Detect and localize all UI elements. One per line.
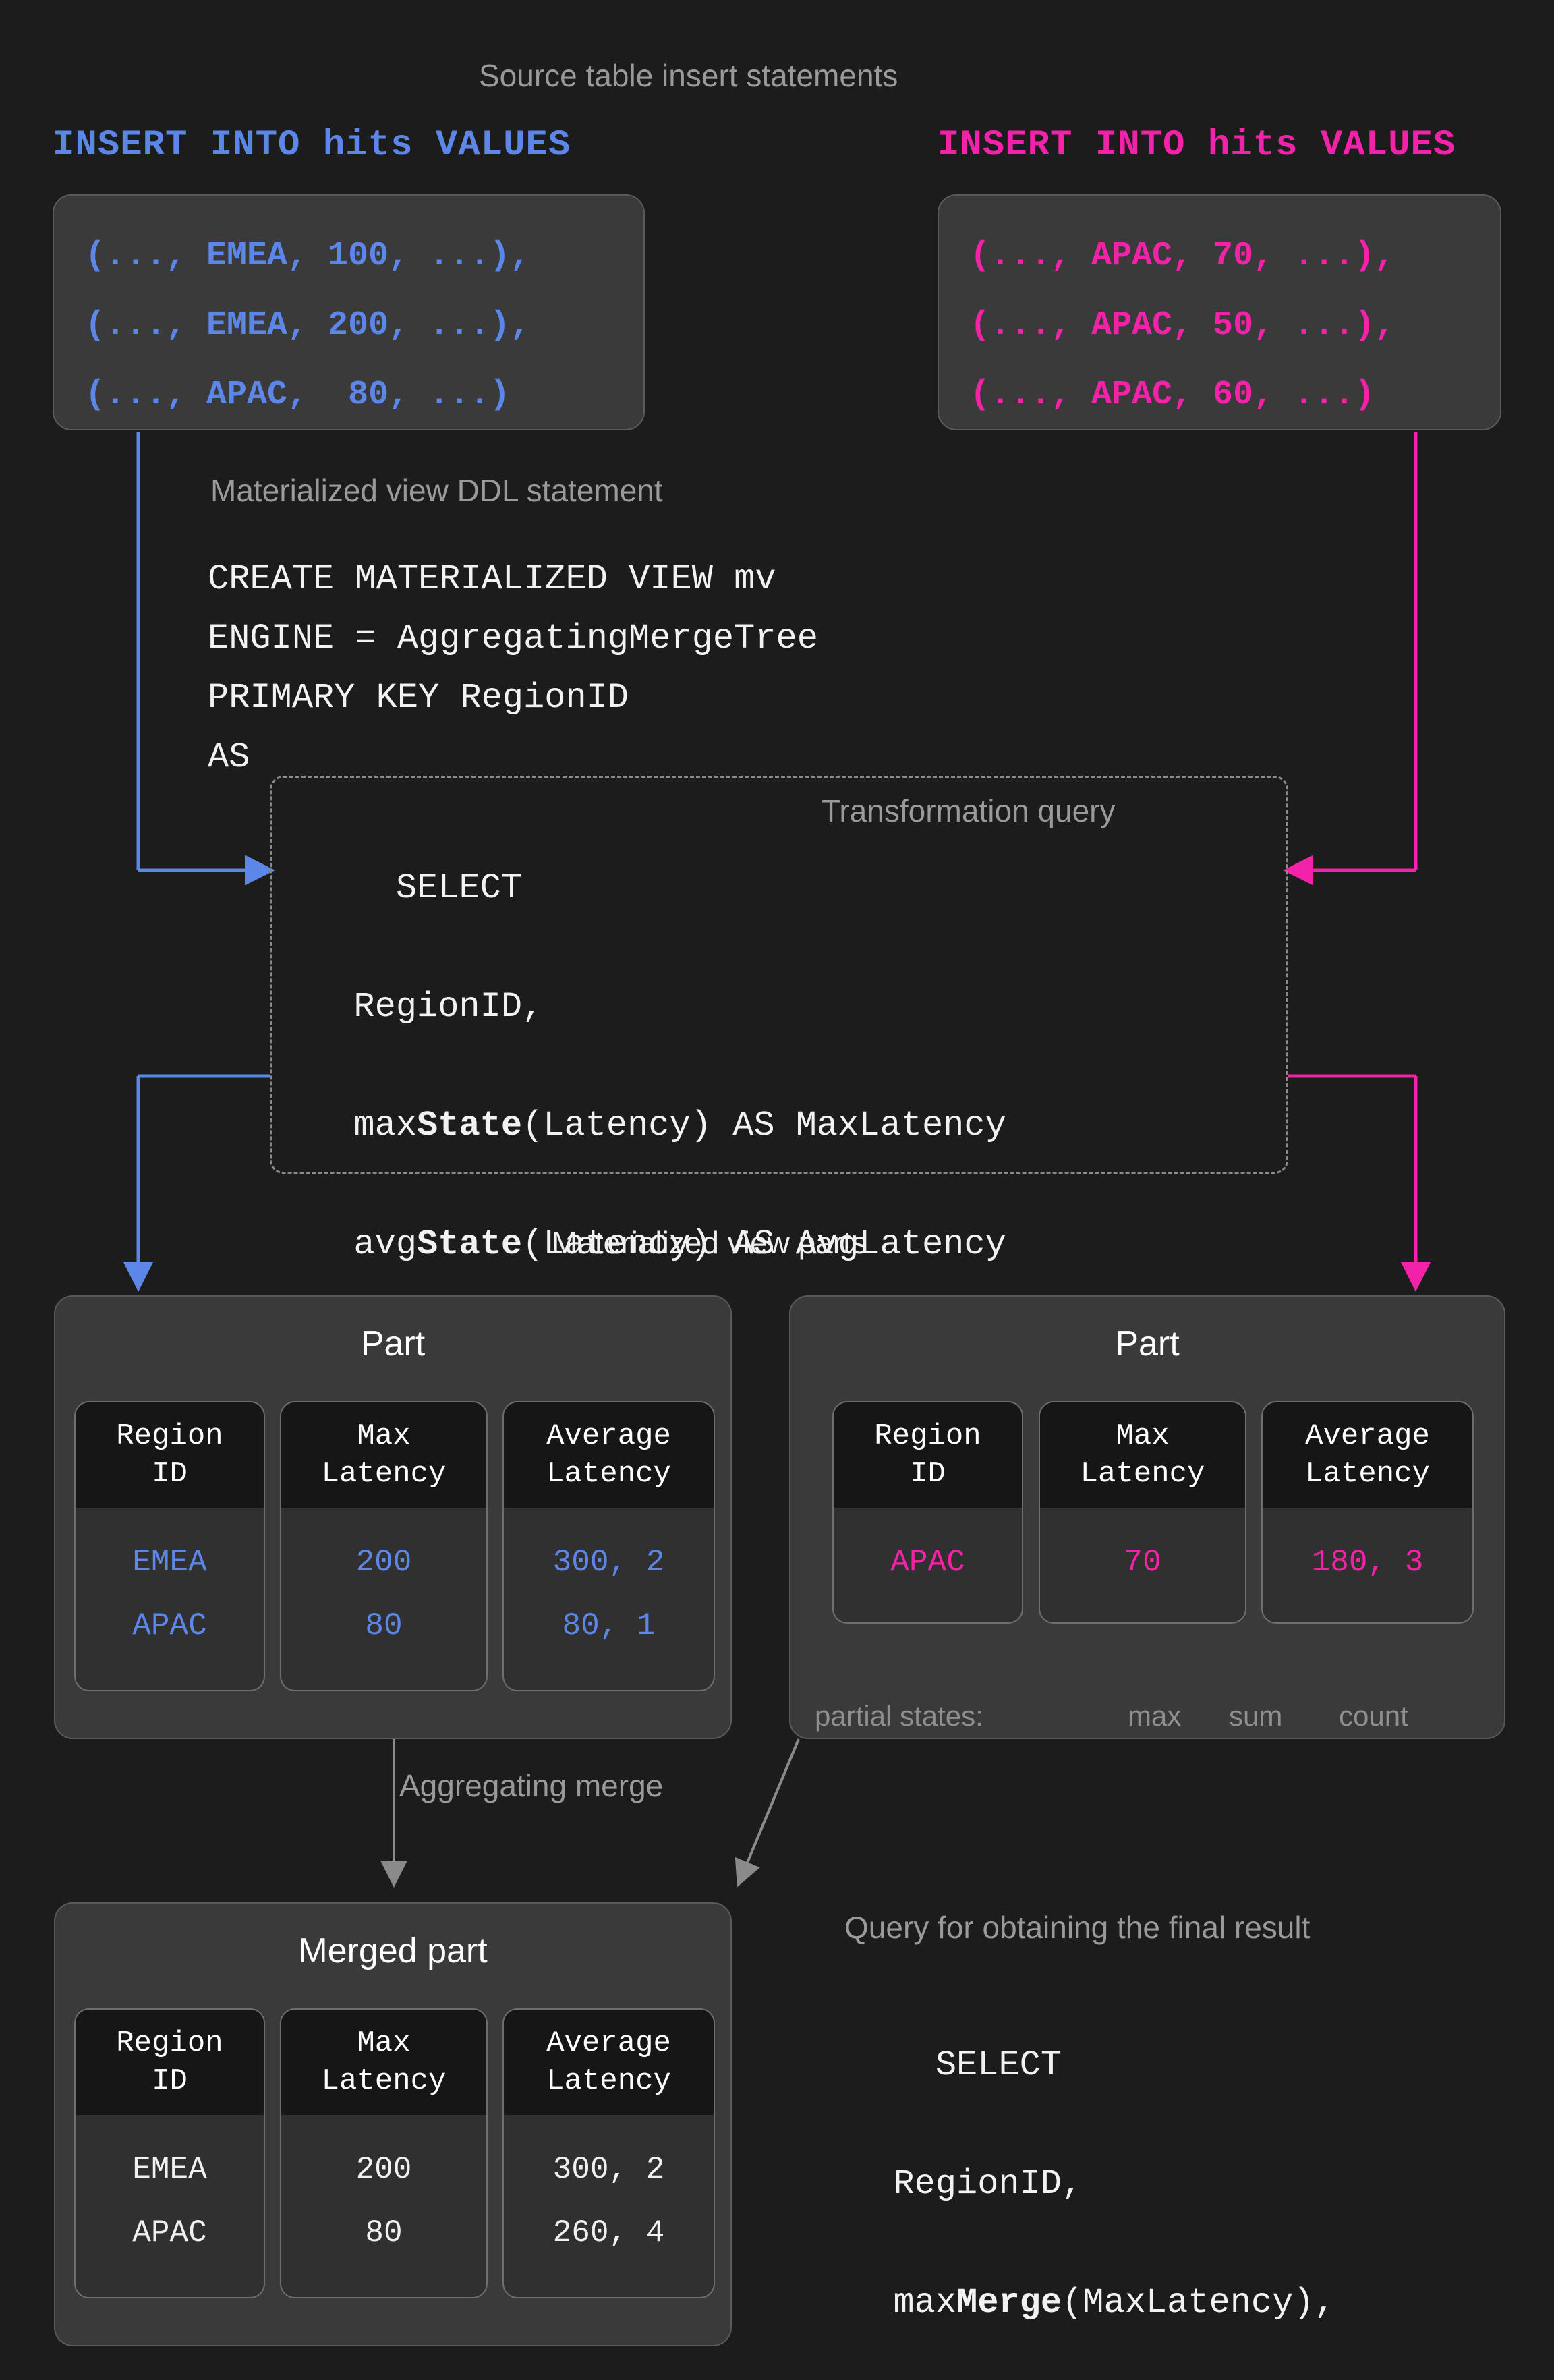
insert-box-left: (..., EMEA, 100, ...), (..., EMEA, 200, …: [53, 194, 645, 430]
column-header: Average Latency: [504, 2010, 714, 2115]
tq-line-select: SELECT: [395, 868, 523, 908]
column-values: 300, 2 260, 4: [504, 2115, 714, 2265]
column-header: Region ID: [834, 1402, 1022, 1508]
fq-line-region: RegionID,: [851, 2164, 1083, 2204]
column-header: Average Latency: [504, 1402, 714, 1508]
label-state-max: max: [1128, 1700, 1182, 1732]
part-box-left: Part Region ID EMEA APAC Max Latency 200 8…: [54, 1295, 732, 1739]
column-region-id: Region ID EMEA APAC: [74, 1401, 265, 1691]
column-header: Region ID: [76, 1402, 264, 1508]
column-average-latency: Average Latency 300, 2 260, 4: [502, 2008, 715, 2298]
column-average-latency: Average Latency 180, 3: [1261, 1401, 1474, 1624]
caption-final-query: Query for obtaining the final result: [844, 1910, 1311, 1945]
column-header: Max Latency: [281, 1402, 486, 1508]
cell-value: APAC: [132, 2215, 207, 2250]
tq-line-maxstate-pre: max: [312, 1106, 418, 1145]
part-title-right: Part: [1115, 1324, 1180, 1363]
column-region-id: Region ID EMEA APAC: [74, 2008, 265, 2298]
caption-aggregating-merge: Aggregating merge: [399, 1768, 664, 1803]
caption-source-inserts: Source table insert statements: [479, 58, 898, 93]
column-values: 180, 3: [1263, 1508, 1472, 1594]
cell-value: 80, 1: [562, 1608, 656, 1643]
fq-line-select: SELECT: [935, 2045, 1062, 2085]
merged-part-box: Merged part Region ID EMEA APAC Max Laten…: [54, 1902, 732, 2346]
column-max-latency: Max Latency 200 80: [280, 1401, 488, 1691]
insert-headline-right: INSERT INTO hits VALUES: [938, 125, 1456, 166]
cell-value: 80: [365, 1608, 403, 1643]
tq-avgstate-keyword: State: [417, 1224, 523, 1264]
column-values: 200 80: [281, 1508, 486, 1658]
tq-maxstate-keyword: State: [417, 1106, 523, 1145]
column-header: Max Latency: [281, 2010, 486, 2115]
insert-rows-right: (..., APAC, 70, ...), (..., APAC, 50, ..…: [970, 237, 1395, 414]
tq-line-maxstate-post: (Latency) AS MaxLatency: [522, 1106, 1006, 1145]
fq-line-maxmerge-pre: max: [851, 2283, 957, 2323]
fq-maxmerge-keyword: Merge: [956, 2283, 1062, 2323]
cell-value: 300, 2: [552, 2152, 665, 2187]
column-values: EMEA APAC: [76, 1508, 264, 1658]
part-box-right: Part Region ID APAC Max Latency 70 Avera…: [789, 1295, 1505, 1739]
transformation-query-box: [270, 776, 1288, 1174]
caption-mv-ddl: Materialized view DDL statement: [210, 473, 663, 508]
insert-rows-left: (..., EMEA, 100, ...), (..., EMEA, 200, …: [85, 237, 531, 414]
column-average-latency: Average Latency 300, 2 80, 1: [502, 1401, 715, 1691]
label-state-count: count: [1339, 1700, 1408, 1732]
column-values: 200 80: [281, 2115, 486, 2265]
cell-value: 200: [355, 2152, 412, 2187]
tq-line-avgstate-post: (Latency) AS AvgLatency: [522, 1224, 1006, 1264]
cell-value: 260, 4: [552, 2215, 665, 2250]
column-values: 70: [1040, 1508, 1245, 1594]
tq-line-region: RegionID,: [312, 987, 544, 1027]
part-title-left: Part: [360, 1324, 426, 1363]
column-header: Average Latency: [1263, 1402, 1472, 1508]
insert-box-right: (..., APAC, 70, ...), (..., APAC, 50, ..…: [938, 194, 1501, 430]
cell-value: EMEA: [132, 2152, 207, 2187]
column-region-id: Region ID APAC: [832, 1401, 1023, 1624]
label-state-sum: sum: [1229, 1700, 1283, 1732]
cell-value: 180, 3: [1311, 1545, 1424, 1580]
final-query-text: SELECT RegionID, maxMerge(MaxLatency), a…: [851, 1977, 1335, 2380]
cell-value: 70: [1124, 1545, 1161, 1580]
column-values: EMEA APAC: [76, 2115, 264, 2265]
column-values: APAC: [834, 1508, 1022, 1594]
column-max-latency: Max Latency 200 80: [280, 2008, 488, 2298]
caption-mv-parts: Materialized view parts: [552, 1225, 867, 1260]
column-max-latency: Max Latency 70: [1039, 1401, 1246, 1624]
cell-value: APAC: [890, 1545, 965, 1580]
column-header: Max Latency: [1040, 1402, 1245, 1508]
merged-part-title: Merged part: [298, 1931, 488, 1971]
cell-value: 80: [365, 2215, 403, 2250]
tq-line-avgstate-pre: avg: [312, 1224, 418, 1264]
cell-value: 300, 2: [552, 1545, 665, 1580]
mv-ddl-statement: CREATE MATERIALIZED VIEW mv ENGINE = Agg…: [208, 559, 818, 777]
cell-value: EMEA: [132, 1545, 207, 1580]
fq-line-maxmerge-post: (MaxLatency),: [1062, 2283, 1335, 2323]
label-partial-states: partial states:: [815, 1700, 983, 1732]
cell-value: 200: [355, 1545, 412, 1580]
column-header: Region ID: [76, 2010, 264, 2115]
cell-value: APAC: [132, 1608, 207, 1643]
column-values: 300, 2 80, 1: [504, 1508, 714, 1658]
caption-transformation-query: Transformation query: [822, 793, 1116, 828]
insert-headline-left: INSERT INTO hits VALUES: [53, 125, 571, 166]
